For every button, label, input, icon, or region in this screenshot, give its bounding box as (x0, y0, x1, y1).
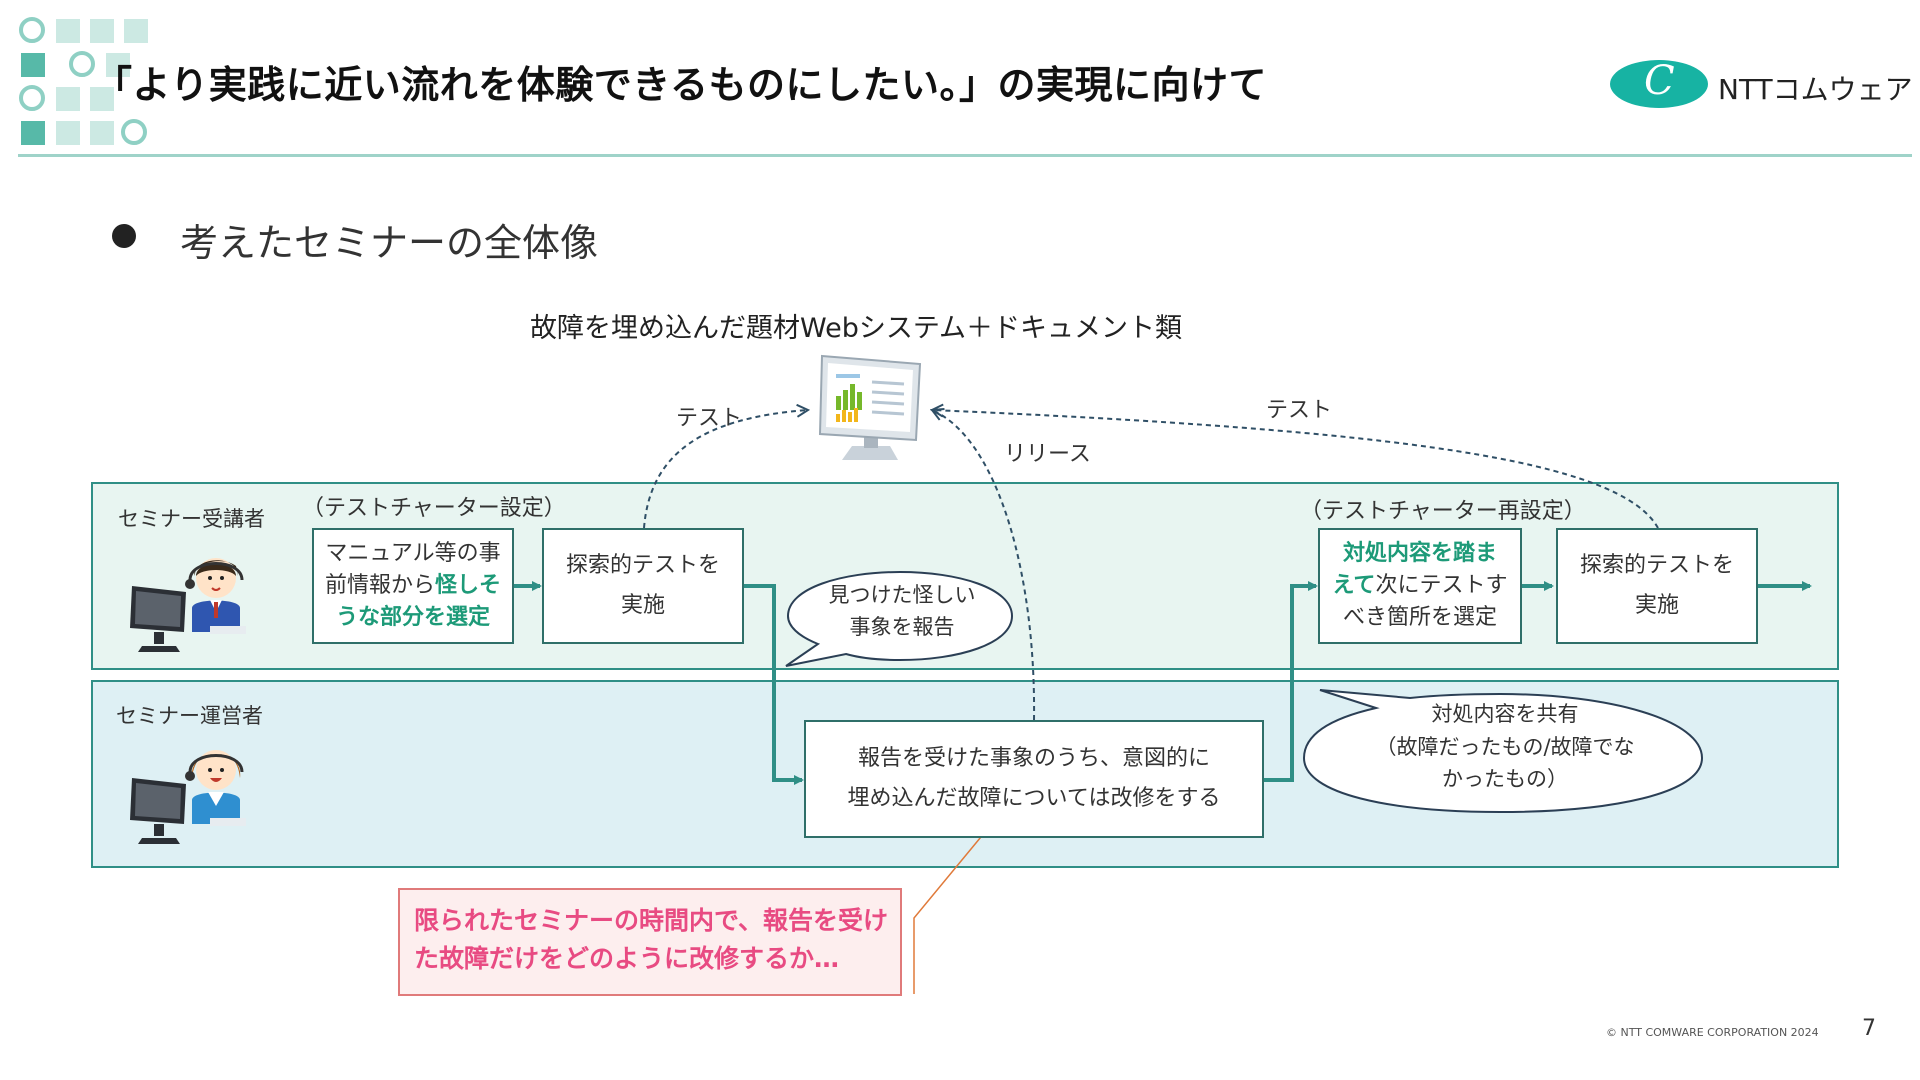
dashed-arrow-test-right (932, 410, 1659, 529)
decorative-pattern-icon (19, 17, 148, 145)
phase-label-charter: （テストチャーター設定） (302, 496, 566, 521)
note-text-line: 限られたセミナーの時間内で、報告を受け (414, 906, 889, 935)
box-text-line: 探索的テストを (565, 553, 720, 579)
bullet-icon (112, 224, 136, 248)
trainee-person-computer-icon (130, 558, 246, 652)
bubble-text-line: 対処内容を共有 (1431, 702, 1579, 726)
speech-bubble-report: 見つけた怪しい 事象を報告 (812, 580, 992, 643)
note-callout-line (913, 825, 991, 994)
header-divider (18, 154, 1912, 157)
logo-mark-icon: C (1644, 58, 1675, 104)
box-text-line: 前情報から (324, 573, 435, 599)
system-caption: 故障を埋め込んだ題材Webシステム＋ドキュメント類 (530, 313, 1183, 344)
box-text-line: マニュアル等の事 (325, 541, 501, 567)
section-heading: 考えたセミナーの全体像 (180, 221, 599, 265)
arrow-test-to-fix (744, 584, 804, 785)
footer-copyright: © NTT COMWARE CORPORATION 2024 (1606, 1026, 1819, 1039)
box-highlight-text: 対処内容を踏ま (1342, 541, 1497, 567)
box-highlight-text: 怪しそ (435, 573, 502, 599)
company-logo-text: NTTコムウェア (1718, 73, 1913, 106)
bubble-text-line: 見つけた怪しい (828, 583, 976, 607)
box-text-line: 実施 (1634, 593, 1679, 618)
box-text-line: 報告を受けた事象のうち、意図的に (857, 746, 1210, 772)
speech-bubble-report-shape (785, 570, 1014, 667)
label-test-left: テスト (676, 406, 743, 431)
page-number: 7 (1862, 1016, 1876, 1041)
phase-label-recharter: （テストチャーター再設定） (1300, 499, 1586, 524)
monitor-dashboard-icon (818, 354, 922, 460)
box-text-line: 実施 (620, 593, 665, 618)
box-text-line: べき箇所を選定 (1342, 604, 1497, 630)
page-title: 「より実践に近い流れを体験できるものにしたい。」の実現に向けて (94, 63, 1267, 107)
box-select-suspicious: マニュアル等の事 前情報から怪しそ うな部分を選定 (312, 528, 514, 644)
note-text-line: た故障だけをどのように改修するか… (414, 943, 840, 973)
operator-person-computer-icon (130, 750, 246, 844)
lane-label-trainee: セミナー受講者 (118, 507, 265, 531)
box-explore-test-1: 探索的テストを 実施 (542, 528, 744, 644)
box-text-line: 埋め込んだ故障については改修をする (847, 786, 1221, 811)
box-highlight-text: えて (1332, 573, 1376, 599)
note-callout: 限られたセミナーの時間内で、報告を受け た故障だけをどのように改修するか… (398, 888, 902, 996)
box-explore-test-2: 探索的テストを 実施 (1556, 528, 1758, 644)
bubble-text-line: （故障だったもの/故障でな (1375, 734, 1635, 759)
box-text-line: 探索的テストを (1579, 553, 1734, 579)
label-test-right: テスト (1266, 398, 1333, 423)
box-reselect-target: 対処内容を踏ま えて次にテストす べき箇所を選定 (1318, 528, 1522, 644)
box-fix-faults: 報告を受けた事象のうち、意図的に 埋め込んだ故障については改修をする (804, 720, 1264, 838)
company-logo-icon (1610, 60, 1708, 108)
bubble-text-line: 事象を報告 (849, 614, 955, 639)
speech-bubble-share-shape (1302, 689, 1704, 814)
lane-label-operator: セミナー運営者 (116, 704, 263, 728)
speech-bubble-share: 対処内容を共有 （故障だったもの/故障でな かったもの） (1360, 698, 1650, 796)
bubble-text-line: かったもの） (1442, 767, 1568, 792)
label-release: リリース (1004, 442, 1091, 467)
arrow-fix-to-reselect (1264, 581, 1318, 782)
dashed-arrow-release (932, 410, 1036, 721)
box-text-line: 次にテストす (1375, 573, 1508, 599)
box-highlight-text: うな部分を選定 (335, 604, 490, 630)
